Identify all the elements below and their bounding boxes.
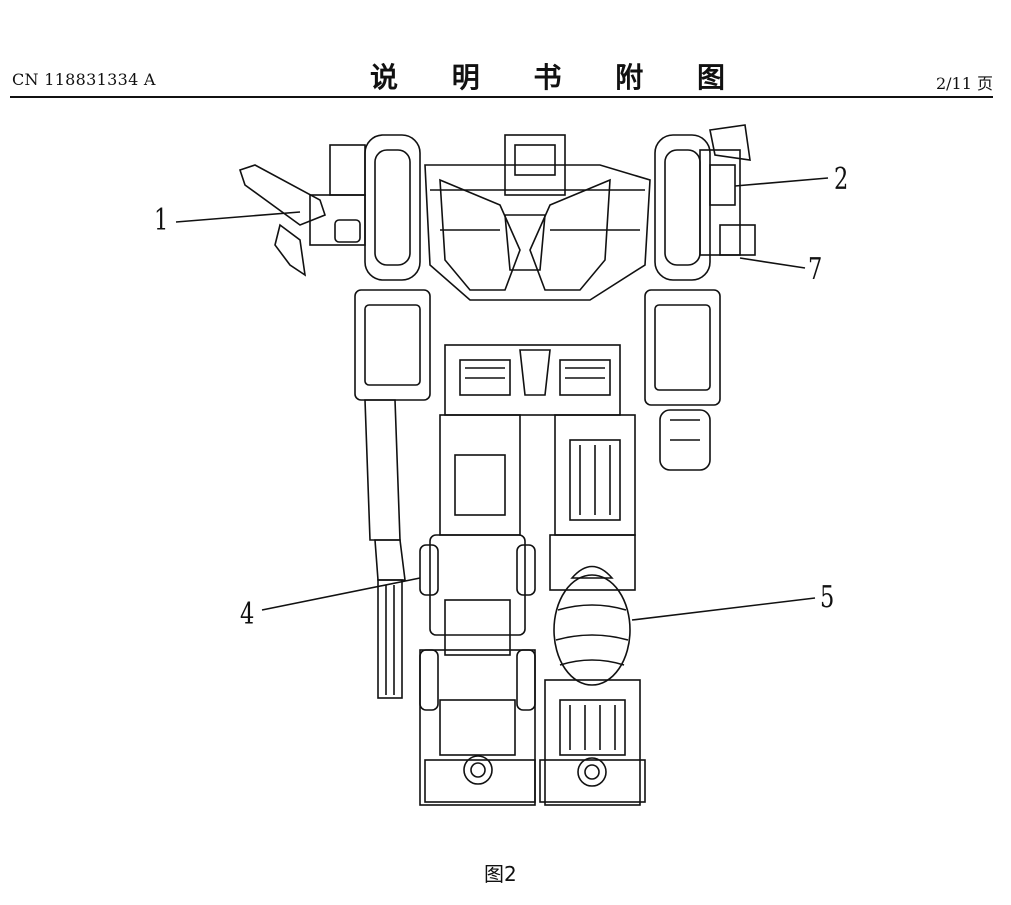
right-shoulder — [654, 134, 711, 281]
right-side-module — [719, 224, 756, 256]
left-shin — [419, 649, 536, 806]
left-thigh — [439, 414, 521, 536]
leader-line-7 — [739, 257, 806, 269]
left-forearm — [364, 399, 401, 541]
drill-rod — [377, 579, 403, 699]
leader-line-2 — [734, 177, 829, 187]
right-knee — [549, 534, 636, 591]
reference-label-4: 4 — [240, 597, 255, 632]
right-fist — [659, 409, 711, 471]
section-title: 说 明 书 附 图 — [370, 61, 747, 94]
header-rule — [10, 96, 993, 98]
leader-line-5 — [631, 597, 816, 621]
left-vehicle-module — [429, 534, 526, 636]
figure-caption: 图2 — [484, 862, 517, 886]
reference-label-5: 5 — [820, 580, 835, 615]
reference-label-2: 2 — [834, 162, 849, 197]
right-shin — [544, 679, 641, 806]
leader-line-1 — [175, 211, 301, 223]
torso-outline — [424, 164, 651, 301]
waist — [444, 344, 621, 416]
mixer-drum — [553, 574, 631, 686]
reference-label-1: 1 — [154, 203, 169, 238]
excavator-arm — [238, 164, 326, 226]
reference-label-7: 7 — [808, 252, 823, 287]
head — [504, 134, 566, 196]
right-upper-arm — [644, 289, 721, 406]
page-indicator: 2/11 页 — [935, 74, 993, 93]
left-shoulder — [364, 134, 421, 281]
leader-line-4 — [261, 577, 421, 611]
publication-number: CN 118831334 A — [12, 70, 156, 89]
